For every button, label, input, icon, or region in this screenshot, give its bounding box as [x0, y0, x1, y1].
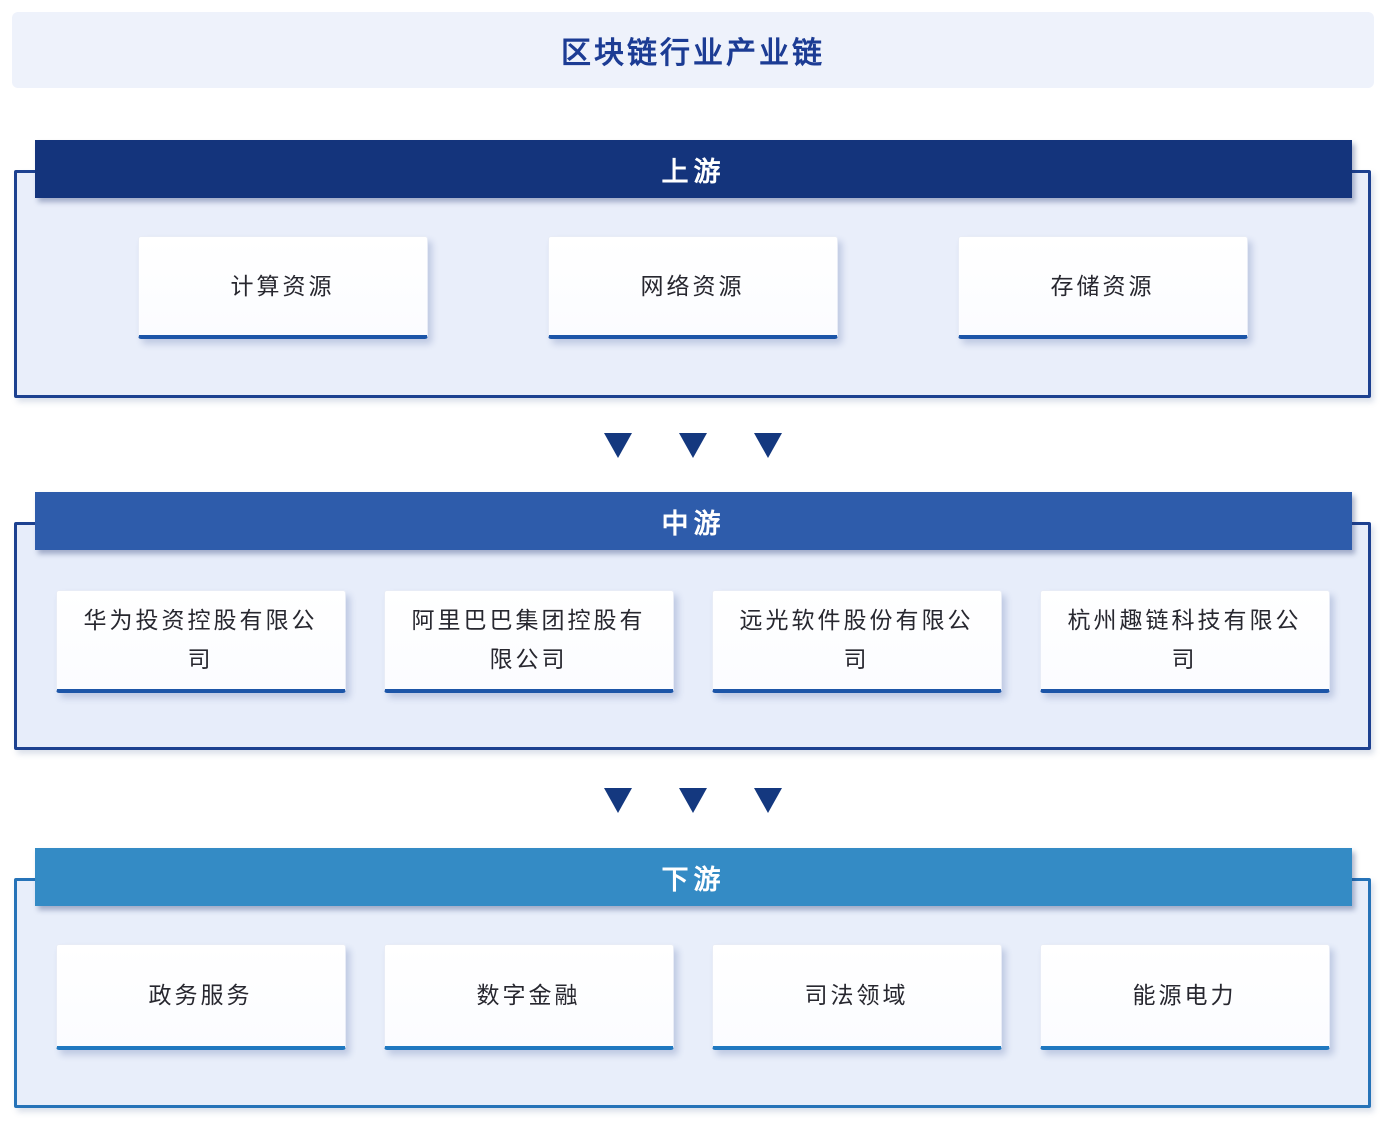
upstream-box-row: 计算资源 网络资源 存储资源: [17, 236, 1368, 339]
downstream-item: 能源电力: [1039, 944, 1330, 1050]
upstream-item: 网络资源: [547, 236, 838, 339]
section-header-downstream: 下游: [35, 848, 1352, 906]
arrow-divider: [0, 788, 1386, 813]
section-header-upstream: 上游: [35, 140, 1352, 198]
down-arrow-icon: [679, 788, 707, 813]
arrow-divider: [0, 433, 1386, 458]
downstream-item: 政务服务: [55, 944, 346, 1050]
down-arrow-icon: [679, 433, 707, 458]
upstream-item: 存储资源: [957, 236, 1248, 339]
midstream-item: 华为投资控股有限公司: [55, 590, 346, 693]
downstream-item: 数字金融: [383, 944, 674, 1050]
section-midstream: 中游 华为投资控股有限公司 阿里巴巴集团控股有限公司 远光软件股份有限公司 杭州…: [14, 492, 1371, 750]
midstream-item: 杭州趣链科技有限公司: [1039, 590, 1330, 693]
title-bar: 区块链行业产业链: [12, 12, 1374, 88]
section-upstream: 上游 计算资源 网络资源 存储资源: [14, 140, 1371, 398]
midstream-item: 远光软件股份有限公司: [711, 590, 1002, 693]
down-arrow-icon: [604, 433, 632, 458]
down-arrow-icon: [754, 788, 782, 813]
page-title: 区块链行业产业链: [561, 37, 825, 70]
midstream-item: 阿里巴巴集团控股有限公司: [383, 590, 674, 693]
midstream-box-row: 华为投资控股有限公司 阿里巴巴集团控股有限公司 远光软件股份有限公司 杭州趣链科…: [17, 590, 1368, 693]
down-arrow-icon: [604, 788, 632, 813]
section-downstream: 下游 政务服务 数字金融 司法领域 能源电力: [14, 848, 1371, 1108]
down-arrow-icon: [754, 433, 782, 458]
section-header-midstream: 中游: [35, 492, 1352, 550]
downstream-item: 司法领域: [711, 944, 1002, 1050]
downstream-box-row: 政务服务 数字金融 司法领域 能源电力: [17, 944, 1368, 1050]
upstream-item: 计算资源: [137, 236, 428, 339]
